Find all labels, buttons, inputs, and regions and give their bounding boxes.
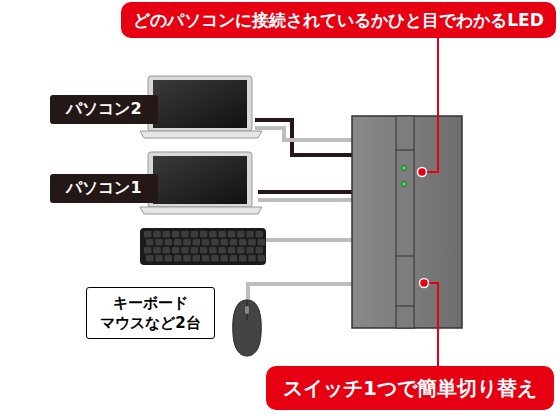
label-text: どのパソコンに接続されているかひと目でわかるLED: [133, 9, 544, 32]
key: [174, 255, 182, 262]
key: [202, 255, 210, 262]
key: [239, 239, 247, 246]
mouse: [233, 300, 261, 356]
laptop-2: [140, 76, 262, 138]
key: [144, 247, 152, 254]
key: [155, 255, 163, 262]
key: [165, 239, 173, 246]
keyboard: [140, 228, 266, 265]
leader-lines: [418, 38, 439, 366]
key: [146, 255, 154, 262]
key: [163, 231, 171, 238]
label-text: パソコン1: [66, 178, 141, 199]
device-label: パソコン2: [50, 95, 158, 124]
key: [163, 247, 171, 254]
key: [181, 231, 189, 238]
key: [220, 239, 228, 246]
label-text: キーボード マウスなど2台: [95, 293, 206, 334]
device-label: キーボード マウスなど2台: [86, 287, 215, 339]
key: [228, 231, 236, 238]
key: [237, 231, 245, 238]
label-text: スイッチ1つで簡単切り替え: [283, 375, 537, 402]
key: [172, 231, 180, 238]
key: [202, 239, 210, 246]
callout-box: スイッチ1つで簡単切り替え: [266, 366, 554, 410]
key: [183, 239, 191, 246]
key: [218, 231, 226, 238]
key: [172, 247, 180, 254]
key: [246, 247, 254, 254]
key: [211, 239, 219, 246]
key: [218, 247, 226, 254]
kvm-switch: [352, 116, 462, 328]
key: [165, 255, 173, 262]
callout-box: どのパソコンに接続されているかひと目でわかるLED: [121, 2, 556, 38]
key: [191, 247, 199, 254]
key: [248, 255, 256, 262]
key: [228, 247, 236, 254]
key: [239, 255, 247, 262]
key: [248, 239, 256, 246]
device-label: パソコン1: [50, 174, 158, 203]
key: [153, 231, 161, 238]
key: [193, 239, 201, 246]
laptop-1: [140, 152, 262, 214]
key: [200, 247, 208, 254]
key: [237, 247, 245, 254]
key: [146, 239, 154, 246]
key: [246, 231, 254, 238]
key: [183, 255, 191, 262]
key: [256, 247, 264, 254]
key: [211, 255, 219, 262]
key: [155, 239, 163, 246]
key: [191, 231, 199, 238]
key: [144, 231, 152, 238]
key: [153, 247, 161, 254]
key: [209, 247, 217, 254]
label-text: パソコン2: [66, 99, 141, 120]
key: [230, 255, 238, 262]
key: [209, 231, 217, 238]
key: [193, 255, 201, 262]
cables: [248, 120, 352, 302]
key: [258, 239, 266, 246]
key: [258, 255, 266, 262]
key: [181, 247, 189, 254]
key: [200, 231, 208, 238]
key: [230, 239, 238, 246]
key: [220, 255, 228, 262]
key: [174, 239, 182, 246]
key: [256, 231, 264, 238]
